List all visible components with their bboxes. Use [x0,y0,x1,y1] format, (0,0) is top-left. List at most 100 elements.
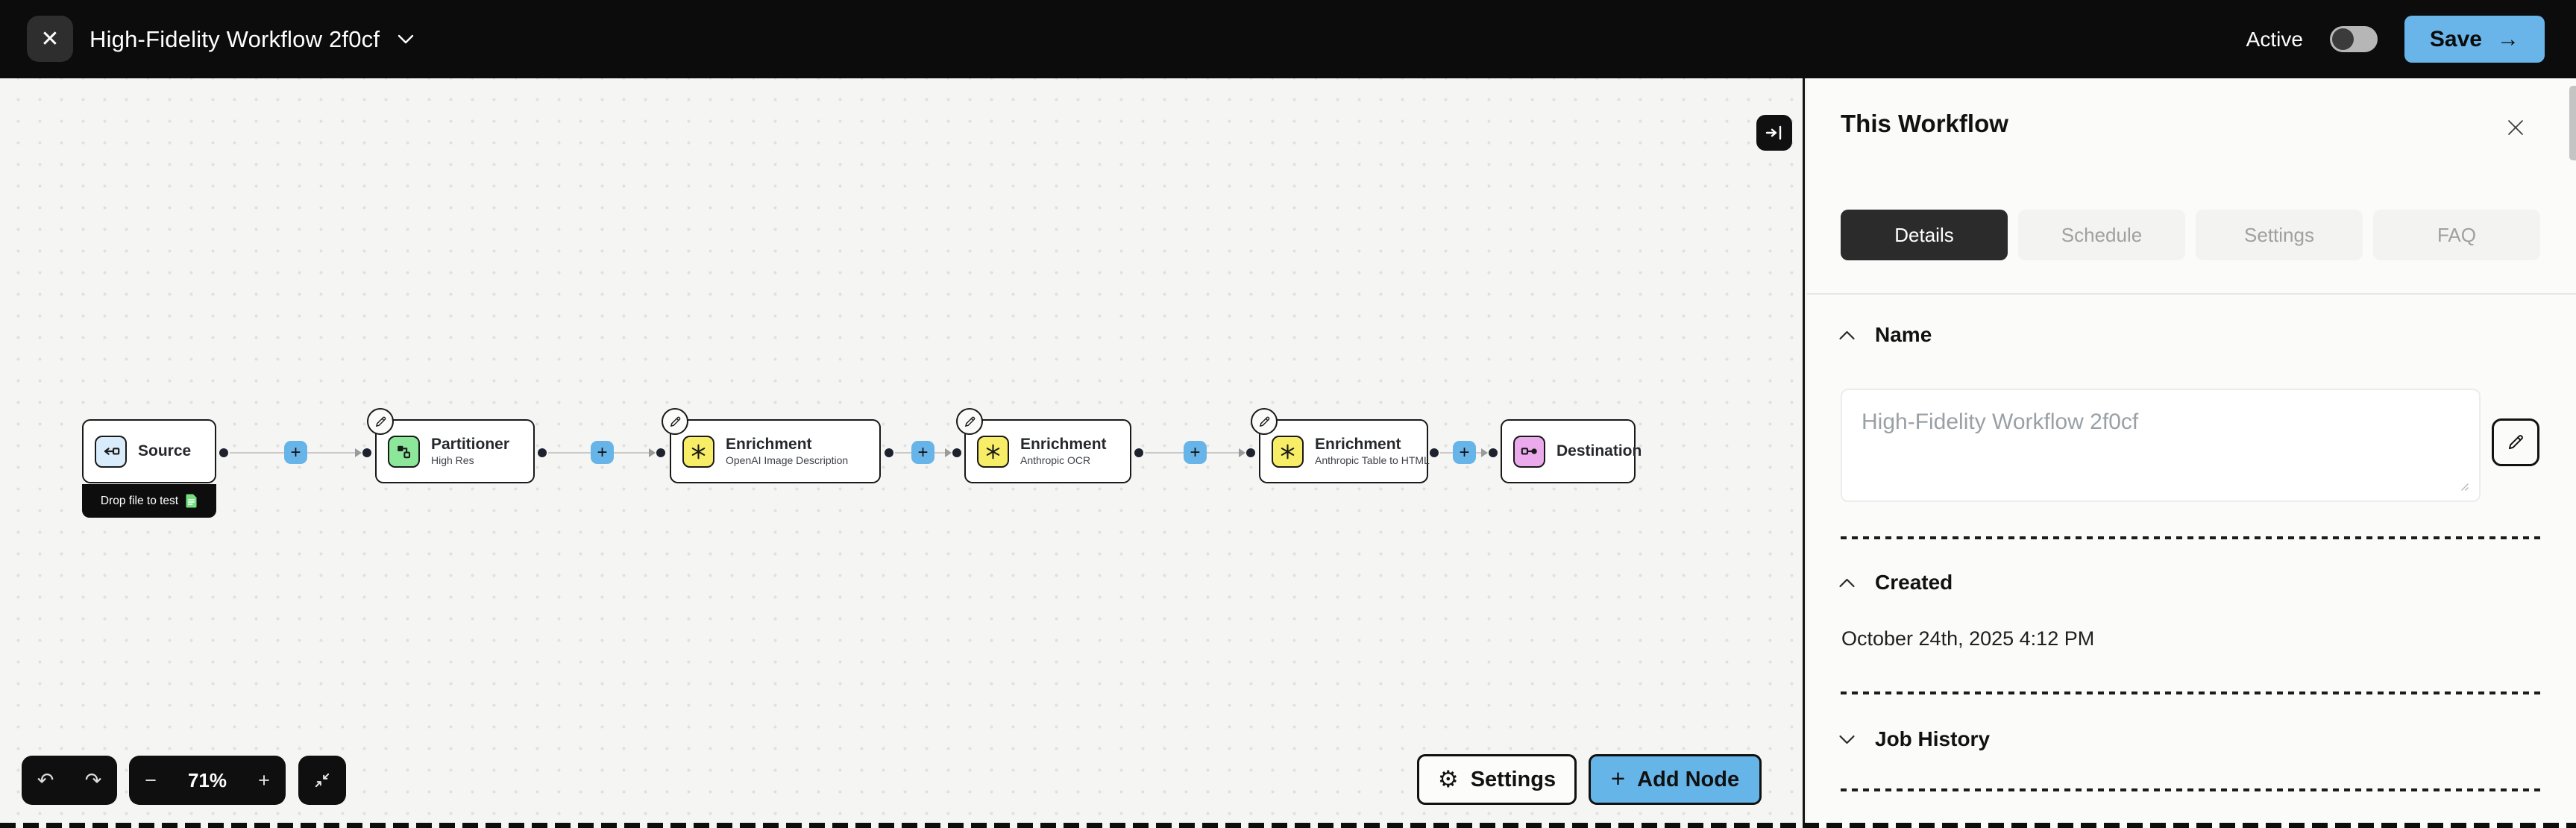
node-title: Source [138,442,192,460]
panel-tabs: Details Schedule Settings FAQ [1841,210,2540,260]
active-toggle[interactable] [2329,26,2378,52]
arrow-right-icon: → [2497,26,2519,51]
tab-details[interactable]: Details [1841,210,2008,260]
edge-output-port[interactable] [1134,448,1143,457]
insert-node-button[interactable]: + [1184,441,1207,464]
edit-node-badge[interactable] [956,408,983,435]
insert-node-button[interactable]: + [284,441,307,464]
enrichment-icon [977,435,1009,468]
workflow-settings-button[interactable]: ⚙ Settings [1417,754,1577,805]
pencil-icon [1259,416,1269,427]
add-node-button[interactable]: + Add Node [1589,754,1762,805]
zoom-level: 71% [187,768,227,791]
node-subtitle: Anthropic Table to HTML [1315,454,1430,467]
active-label: Active [2246,27,2303,51]
chevron-up-icon [1839,330,1855,339]
edge-arrowhead [945,448,952,457]
node-destination[interactable]: Destination [1501,419,1642,483]
panel-title: This Workflow [1841,110,2008,137]
insert-node-button[interactable]: + [591,441,614,464]
node-enrichment-openai-image[interactable]: Enrichment OpenAI Image Description [662,408,881,483]
drop-file-to-test[interactable]: Drop file to test [82,484,216,518]
tabs-divider [1807,293,2576,295]
node-title: Enrichment [1315,436,1401,454]
header-bar: ✕ High-Fidelity Workflow 2f0cf Active Sa… [0,0,2576,78]
fit-view-icon [315,773,330,788]
pencil-icon [964,416,975,427]
edit-name-button[interactable] [2492,418,2539,466]
edge-input-port[interactable] [952,448,961,457]
chevron-down-icon[interactable] [398,34,414,44]
pencil-icon [2508,435,2523,450]
pencil-icon [375,416,386,427]
partitioner-icon [388,435,420,468]
edge-output-port[interactable] [538,448,547,457]
collapse-panel-button[interactable] [1756,115,1792,151]
edge-arrowhead [355,448,362,457]
undo-button[interactable]: ↶ [37,768,54,791]
gear-icon: ⚙ [1437,766,1459,792]
document-icon [186,494,197,508]
fit-view-button[interactable] [298,756,346,805]
job-history-section-header[interactable]: Job History [1838,727,1990,751]
undo-icon: ↶ [37,768,54,791]
section-divider [1841,691,2540,694]
insert-node-button[interactable]: + [1453,441,1476,464]
edit-node-badge[interactable] [1251,408,1278,435]
scrollbar-thumb[interactable] [2569,86,2576,160]
section-divider [1841,536,2540,539]
zoom-out-button[interactable]: − [145,768,157,791]
redo-button[interactable]: ↷ [84,768,102,791]
name-heading: Name [1875,323,1932,346]
job-history-heading: Job History [1875,727,1991,750]
zoom-in-button[interactable]: + [258,768,270,791]
name-section-header[interactable]: Name [1838,323,1932,347]
plus-icon: + [258,768,270,791]
close-panel-button[interactable] [2499,111,2532,144]
enrichment-icon [1272,435,1304,468]
tab-settings[interactable]: Settings [2196,210,2363,260]
edge-output-port[interactable] [1430,448,1439,457]
workflow-name-input[interactable]: High-Fidelity Workflow 2f0cf [1841,389,2481,502]
node-title: Destination [1556,442,1642,460]
edit-node-badge[interactable] [367,408,394,435]
created-section-header[interactable]: Created [1838,571,1953,595]
node-partitioner[interactable]: Partitioner High Res [367,408,535,483]
edge-arrowhead [1239,448,1245,457]
tab-schedule[interactable]: Schedule [2018,210,2185,260]
workflow-title: High-Fidelity Workflow 2f0cf [89,25,380,52]
workflow-canvas[interactable]: Source Drop file to test Partitioner [0,78,1805,828]
insert-node-button[interactable]: + [911,441,934,464]
close-workflow-button[interactable]: ✕ [27,16,73,62]
node-enrichment-anthropic-ocr[interactable]: Enrichment Anthropic OCR [956,408,1131,483]
edge-input-port[interactable] [1489,448,1498,457]
created-timestamp: October 24th, 2025 4:12 PM [1841,627,2095,650]
plus-icon: + [1190,442,1201,462]
drop-file-label: Drop file to test [100,494,179,507]
plus-icon: + [917,442,929,462]
save-button[interactable]: Save → [2404,16,2545,63]
node-title: Partitioner [431,436,510,454]
redo-icon: ↷ [84,768,102,791]
tab-faq[interactable]: FAQ [2373,210,2540,260]
node-subtitle: Anthropic OCR [1020,454,1091,467]
edge-input-port[interactable] [362,448,371,457]
edit-node-badge[interactable] [662,408,688,435]
edge-arrowhead [1481,448,1488,457]
minus-icon: − [145,768,157,791]
source-icon [95,435,127,468]
section-divider [1841,788,2540,791]
plus-icon: + [1459,442,1470,462]
collapse-panel-icon [1765,125,1782,140]
node-source[interactable]: Source [82,419,216,483]
node-enrichment-anthropic-table[interactable]: Enrichment Anthropic Table to HTML [1251,408,1430,483]
pencil-icon [670,416,680,427]
history-controls: ↶ ↷ [22,756,117,805]
edge-input-port[interactable] [656,448,665,457]
edge-output-port[interactable] [219,448,228,457]
node-subtitle: High Res [431,454,474,467]
edge-output-port[interactable] [885,448,893,457]
edge-input-port[interactable] [1246,448,1255,457]
plus-icon: + [597,442,608,462]
chevron-down-icon [1839,735,1855,744]
